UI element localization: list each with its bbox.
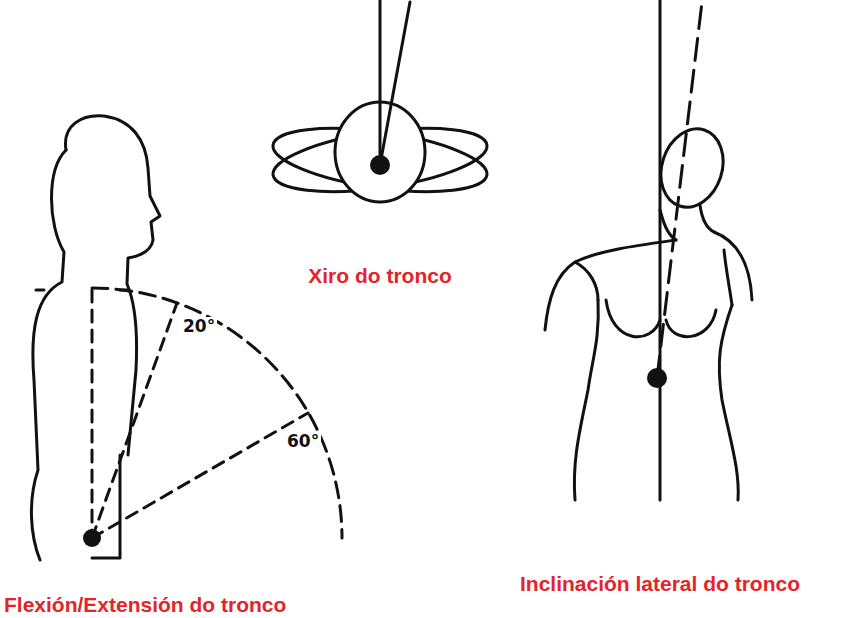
angle-label: 60°	[285, 432, 321, 451]
head-outline	[651, 121, 733, 216]
rotation-figure	[269, 0, 491, 203]
torso-left	[574, 300, 598, 500]
pivot-dot	[647, 368, 667, 388]
lateral-figure	[545, 0, 752, 500]
shoulder-line	[36, 289, 128, 292]
angle-label: 20°	[181, 317, 217, 336]
angle-line-20	[92, 303, 177, 538]
vertical-axis	[659, 0, 662, 500]
flexion-figure	[31, 116, 342, 560]
right-shoulder-arm	[714, 232, 752, 305]
back-outline	[31, 150, 66, 560]
caption-label: Flexión/Extensión do tronco	[4, 593, 286, 616]
rotated-axis	[380, 2, 410, 165]
angle-arc	[92, 288, 342, 538]
pivot-dot	[83, 529, 101, 547]
body-outline	[65, 116, 160, 455]
pivot-dot	[370, 155, 390, 175]
neck-outline	[660, 205, 714, 240]
angle-line-60	[92, 413, 308, 538]
caption-label: Xiro do tronco	[308, 264, 452, 287]
torso-right	[719, 305, 738, 500]
caption-label: Inclinación lateral do tronco	[520, 572, 800, 595]
vertical-axis	[379, 0, 382, 165]
inclined-axis	[657, 2, 702, 378]
vertical-axis	[91, 290, 94, 538]
